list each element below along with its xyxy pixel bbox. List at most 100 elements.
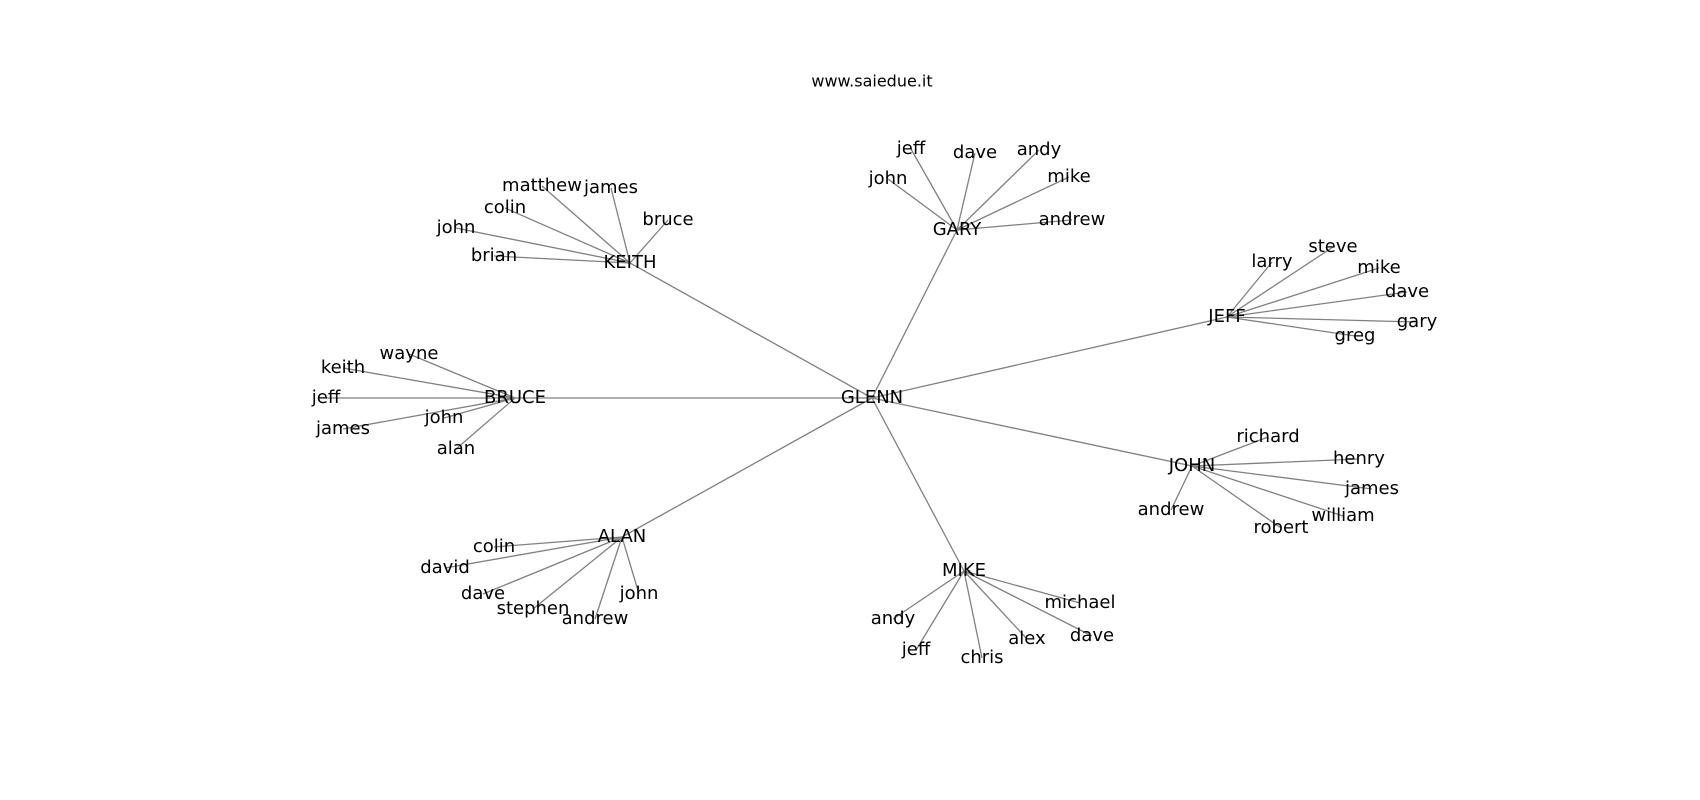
edge-layer <box>326 148 1418 659</box>
leaf-node-label-bruce-john: john <box>424 407 464 428</box>
edge-jeff-to-greg <box>1226 316 1356 337</box>
hub-node-label-mike: MIKE <box>942 560 986 581</box>
leaf-node-label-alan-david: david <box>420 557 470 578</box>
edge-alan-to-colin <box>493 536 623 548</box>
hub-node-label-jeff: JEFF <box>1207 306 1245 327</box>
leaf-node-label-john-richard: richard <box>1236 426 1299 447</box>
leaf-node-label-alan-dave: dave <box>461 583 505 604</box>
edge-gary-to-andy <box>956 149 1040 231</box>
edge-gary-to-mike <box>956 176 1070 231</box>
edge-alan-to-dave <box>482 536 623 595</box>
leaf-node-label-bruce-wayne: wayne <box>380 343 439 364</box>
edge-mike-to-jeff <box>915 570 965 651</box>
leaf-node-label-jeff-steve: steve <box>1308 236 1357 257</box>
leaf-node-label-jeff-greg: greg <box>1335 325 1376 346</box>
edge-jeff-to-steve <box>1226 246 1334 318</box>
leaf-node-label-jeff-mike: mike <box>1357 257 1400 278</box>
leaf-node-label-alan-john: john <box>619 583 659 604</box>
leaf-node-label-alan-stephen: stephen <box>497 598 570 619</box>
leaf-node-label-john-robert: robert <box>1254 517 1309 538</box>
edge-john-to-robert <box>1191 465 1282 529</box>
edge-root-to-jeff <box>871 316 1228 399</box>
leaf-node-label-alan-andrew: andrew <box>562 608 629 629</box>
hub-node-label-gary: GARY <box>933 219 983 240</box>
edge-keith-to-bruce <box>629 219 669 264</box>
leaf-node-label-gary-andrew: andrew <box>1039 209 1106 230</box>
leaf-node-label-john-william: william <box>1311 505 1374 526</box>
leaf-node-label-gary-jeff: jeff <box>896 138 926 159</box>
edge-john-to-james <box>1191 465 1373 490</box>
edge-gary-to-andrew <box>956 219 1073 231</box>
edge-john-to-henry <box>1191 458 1360 467</box>
leaf-node-label-bruce-keith: keith <box>321 357 365 378</box>
leaf-node-label-john-andrew: andrew <box>1138 499 1205 520</box>
edge-john-to-william <box>1191 465 1344 517</box>
edge-root-to-alan <box>621 397 873 538</box>
edge-bruce-to-alan <box>455 397 516 450</box>
leaf-node-label-bruce-alan: alan <box>437 438 475 459</box>
edge-john-to-andrew <box>1170 465 1193 511</box>
leaf-node-label-gary-mike: mike <box>1047 166 1090 187</box>
edge-mike-to-andy <box>892 570 965 620</box>
leaf-node-label-gary-andy: andy <box>1017 139 1062 160</box>
hub-node-label-alan: ALAN <box>598 526 647 547</box>
edge-keith-to-james <box>610 187 631 264</box>
leaf-node-label-mike-andy: andy <box>871 608 916 629</box>
leaf-node-label-mike-alex: alex <box>1008 628 1046 649</box>
edge-root-to-gary <box>871 229 958 399</box>
edge-root-to-keith <box>629 262 873 399</box>
edge-keith-to-matthew <box>541 185 631 264</box>
leaf-node-label-mike-dave: dave <box>1070 625 1114 646</box>
edge-keith-to-colin <box>504 207 631 264</box>
leaf-node-label-keith-james: james <box>583 177 638 198</box>
edge-mike-to-dave <box>963 570 1093 637</box>
leaf-node-label-jeff-dave: dave <box>1385 281 1429 302</box>
leaf-node-label-jeff-larry: larry <box>1251 251 1293 272</box>
root-node-label: GLENN <box>841 387 903 408</box>
edge-bruce-to-keith <box>342 367 516 399</box>
edge-alan-to-andrew <box>594 536 623 620</box>
edge-alan-to-john <box>621 536 640 595</box>
edge-gary-to-john <box>887 178 958 231</box>
edge-root-to-mike <box>871 397 965 572</box>
edge-john-to-richard <box>1191 436 1269 467</box>
leaf-node-label-mike-jeff: jeff <box>901 639 931 660</box>
leaf-node-label-alan-colin: colin <box>473 536 515 557</box>
leaf-node-label-keith-colin: colin <box>484 197 526 218</box>
hub-node-label-bruce: BRUCE <box>484 387 546 408</box>
edge-bruce-to-john <box>443 397 516 419</box>
leaf-node-label-gary-dave: dave <box>953 142 997 163</box>
leaf-node-label-keith-bruce: bruce <box>642 209 693 230</box>
edge-keith-to-john <box>455 227 631 264</box>
site-title: www.saiedue.it <box>811 72 932 91</box>
edge-jeff-to-mike <box>1226 267 1380 318</box>
leaf-node-label-keith-matthew: matthew <box>502 175 582 196</box>
edge-keith-to-brian <box>493 255 631 264</box>
leaf-node-label-john-henry: henry <box>1333 448 1385 469</box>
edge-mike-to-chris <box>963 570 983 659</box>
leaf-node-label-mike-michael: michael <box>1045 592 1116 613</box>
leaf-node-label-keith-john: john <box>436 217 476 238</box>
leaf-node-label-jeff-gary: gary <box>1397 311 1438 332</box>
leaf-node-label-keith-brian: brian <box>471 245 517 266</box>
edge-jeff-to-gary <box>1226 316 1418 323</box>
edge-mike-to-michael <box>963 570 1081 604</box>
edge-bruce-to-wayne <box>408 353 516 399</box>
edge-mike-to-alex <box>963 570 1028 640</box>
edge-bruce-to-james <box>342 397 516 430</box>
leaf-node-label-gary-john: john <box>868 168 908 189</box>
edge-jeff-to-larry <box>1226 261 1273 318</box>
leaf-node-label-john-james: james <box>1344 478 1399 499</box>
hub-node-label-john: JOHN <box>1168 455 1215 476</box>
edge-gary-to-dave <box>956 152 976 231</box>
leaf-node-label-bruce-james: james <box>315 418 370 439</box>
edge-jeff-to-dave <box>1226 291 1408 318</box>
edge-gary-to-jeff <box>910 148 958 231</box>
leaf-node-label-mike-chris: chris <box>960 647 1003 668</box>
edge-alan-to-david <box>444 536 623 569</box>
edge-alan-to-stephen <box>532 536 623 610</box>
edge-root-to-john <box>871 397 1193 467</box>
hub-node-label-keith: KEITH <box>603 252 656 273</box>
